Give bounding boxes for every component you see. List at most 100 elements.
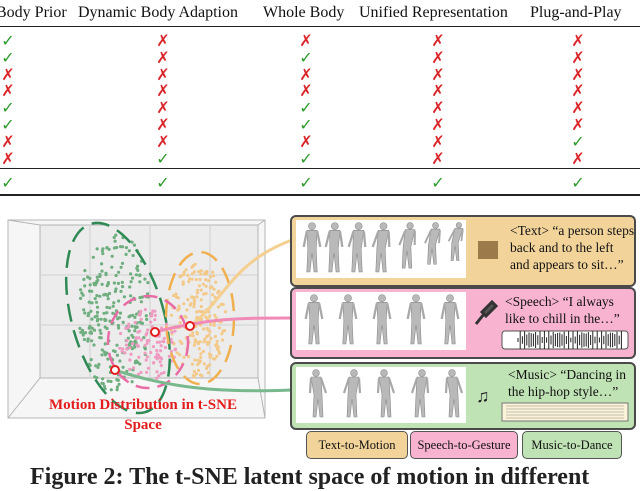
table-cell-final: ✓ xyxy=(1,173,15,192)
text-point xyxy=(208,363,212,367)
table-cell: ✗ xyxy=(156,64,170,84)
music-point xyxy=(112,281,116,285)
header-whole-body: Whole Body xyxy=(263,4,345,21)
music-point xyxy=(82,277,86,281)
music-point xyxy=(115,343,119,347)
speech-point xyxy=(137,355,141,359)
text-point xyxy=(185,308,189,312)
music-point xyxy=(102,384,106,388)
text-motion-figure xyxy=(447,222,464,261)
speech-point xyxy=(170,340,174,344)
music-connector xyxy=(114,368,293,393)
music-point xyxy=(83,331,88,335)
text-point xyxy=(196,340,200,344)
music-point xyxy=(128,314,132,318)
music-point xyxy=(117,326,121,330)
music-point xyxy=(95,305,100,309)
text-point xyxy=(221,302,225,307)
music-point xyxy=(120,261,125,265)
table-cell: ✗ xyxy=(299,31,313,50)
music-point xyxy=(146,292,150,296)
speech-point xyxy=(145,341,149,345)
text-point xyxy=(193,340,197,344)
table-cell: ✓ xyxy=(1,47,15,67)
speech-point xyxy=(158,360,162,364)
text-point xyxy=(205,340,209,344)
music-point xyxy=(106,281,110,285)
table-cell: ✗ xyxy=(431,64,445,84)
text-point xyxy=(202,327,206,331)
music-point xyxy=(142,336,146,340)
speech-point xyxy=(139,317,143,321)
text-point xyxy=(175,351,179,355)
mid-rule xyxy=(0,168,640,169)
speech-point xyxy=(158,340,162,344)
music-point xyxy=(105,284,109,288)
music-point xyxy=(78,326,82,330)
music-point xyxy=(105,305,109,309)
table-cell: ✗ xyxy=(156,115,170,134)
speech-point xyxy=(145,370,149,374)
music-point xyxy=(88,283,92,287)
table-cell: ✗ xyxy=(431,115,445,134)
speech-point xyxy=(155,348,159,353)
text-motion-figure xyxy=(324,222,344,273)
music-point xyxy=(92,343,96,347)
music-point xyxy=(102,311,106,315)
speech-point xyxy=(151,309,155,313)
music-point xyxy=(113,289,117,293)
bottom-rule xyxy=(0,194,640,196)
music-point xyxy=(104,271,108,275)
header-unified-representation: Unified Representation xyxy=(359,4,508,21)
text-point xyxy=(195,291,199,295)
music-point xyxy=(101,377,105,381)
text-point xyxy=(190,277,194,281)
music-point xyxy=(138,273,142,277)
speech-point xyxy=(163,346,167,350)
music-point xyxy=(115,385,119,389)
text-point xyxy=(192,270,196,274)
text-point xyxy=(205,271,209,276)
music-point xyxy=(140,295,144,299)
text-point xyxy=(178,339,182,343)
speech-point xyxy=(139,370,143,375)
music-sample-point xyxy=(110,365,120,375)
table-cell: ✗ xyxy=(431,47,445,67)
music-point xyxy=(115,388,119,392)
speech-point xyxy=(138,329,142,333)
speech-gesture-figure xyxy=(304,294,324,345)
music-point xyxy=(109,388,113,392)
table-cell: ✓ xyxy=(299,148,313,168)
music-dance-figure xyxy=(308,369,328,418)
text-point xyxy=(208,286,212,290)
text-point xyxy=(174,292,178,296)
speech-point xyxy=(155,370,159,374)
text-point xyxy=(192,375,196,379)
music-point xyxy=(98,328,102,332)
music-point xyxy=(80,328,85,332)
music-point xyxy=(114,273,118,278)
text-point xyxy=(196,363,200,367)
speech-point xyxy=(124,343,129,347)
music-point xyxy=(95,275,99,279)
music-point xyxy=(112,246,117,250)
music-point xyxy=(95,247,99,251)
music-point xyxy=(93,315,97,319)
speech-point xyxy=(132,366,136,370)
text-point xyxy=(172,293,176,298)
speech-point xyxy=(125,338,129,343)
music-point xyxy=(88,363,92,367)
music-point xyxy=(129,280,133,284)
text-point xyxy=(194,324,198,328)
music-point xyxy=(146,281,150,285)
tag-music-to-dance: Music-to-Dance xyxy=(522,431,622,459)
text-point xyxy=(188,277,192,281)
text-point xyxy=(191,331,195,335)
table-cell-final: ✓ xyxy=(571,173,585,192)
text-point xyxy=(220,338,225,342)
text-point xyxy=(186,298,190,302)
music-point xyxy=(94,364,98,368)
music-panel-caption: <Music> “Dancing in the hip-hop style…” xyxy=(508,367,626,399)
music-point xyxy=(99,317,103,321)
speech-point xyxy=(128,367,132,371)
